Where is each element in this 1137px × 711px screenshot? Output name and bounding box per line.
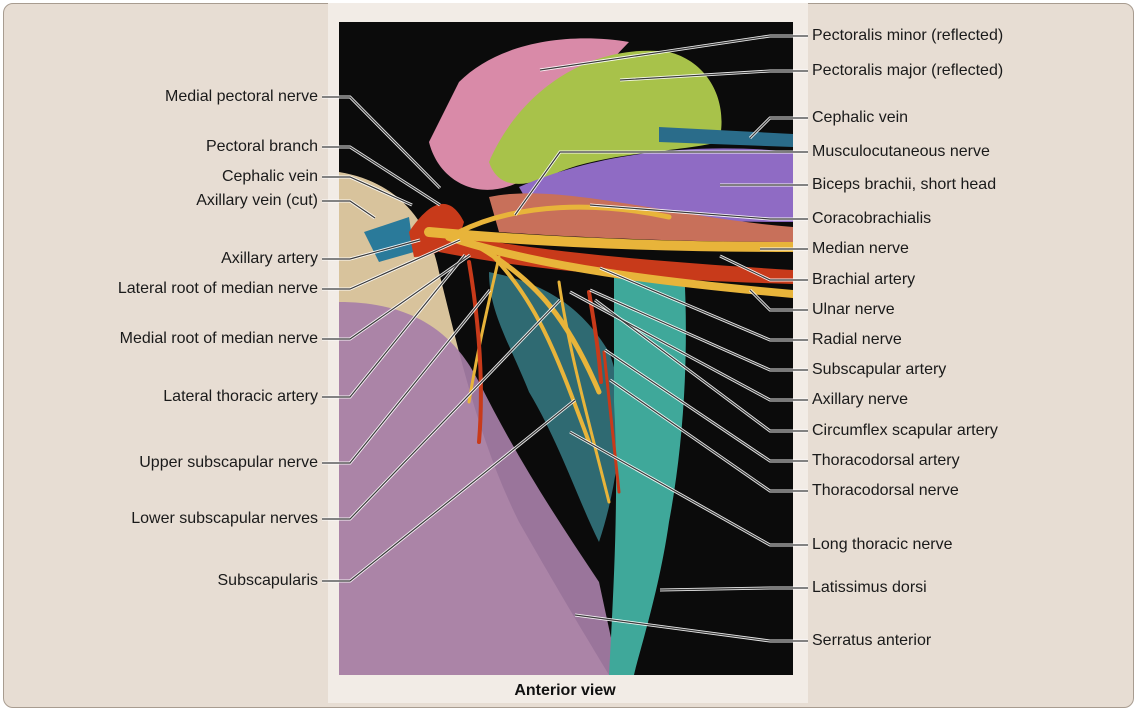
label-brachial-artery: Brachial artery — [812, 271, 916, 288]
label-pectoralis-minor: Pectoralis minor (reflected) — [812, 27, 1004, 44]
label-musculocutaneous-nerve: Musculocutaneous nerve — [812, 143, 990, 160]
label-lower-subscapular-nerves: Lower subscapular nerves — [131, 510, 318, 527]
label-subscapularis: Subscapularis — [217, 572, 319, 589]
label-coracobrachialis: Coracobrachialis — [812, 210, 932, 227]
label-cephalic-vein-right: Cephalic vein — [812, 109, 909, 126]
label-subscapular-artery: Subscapular artery — [812, 361, 947, 378]
figure-caption: Anterior view — [514, 682, 616, 699]
label-thoracodorsal-artery: Thoracodorsal artery — [812, 452, 960, 469]
artery-branches — [467, 260, 621, 494]
label-radial-nerve: Radial nerve — [812, 331, 902, 348]
label-circumflex-scapular-artery: Circumflex scapular artery — [812, 422, 998, 439]
label-pectoral-branch: Pectoral branch — [205, 138, 318, 155]
dissection-photo — [339, 22, 793, 675]
label-medial-pectoral-nerve: Medial pectoral nerve — [165, 88, 318, 105]
label-lateral-thoracic-artery: Lateral thoracic artery — [163, 388, 318, 405]
label-axillary-vein-cut: Axillary vein (cut) — [196, 192, 318, 209]
label-serratus-anterior: Serratus anterior — [812, 632, 932, 649]
label-lateral-root-median-nerve: Lateral root of median nerve — [117, 280, 318, 297]
label-axillary-artery: Axillary artery — [221, 250, 318, 267]
nerve-bundle — [424, 204, 793, 504]
brachial-artery — [439, 232, 793, 284]
label-axillary-nerve: Axillary nerve — [812, 391, 909, 408]
label-pectoralis-major: Pectoralis major (reflected) — [812, 62, 1004, 79]
label-medial-root-median-nerve: Medial root of median nerve — [119, 330, 318, 347]
label-latissimus-dorsi: Latissimus dorsi — [812, 579, 927, 596]
cephalic-vein-right — [659, 127, 793, 147]
label-thoracodorsal-nerve: Thoracodorsal nerve — [812, 482, 959, 499]
label-biceps-brachii: Biceps brachii, short head — [812, 176, 997, 193]
label-long-thoracic-nerve: Long thoracic nerve — [812, 536, 953, 553]
label-ulnar-nerve: Ulnar nerve — [812, 301, 895, 318]
label-median-nerve: Median nerve — [812, 240, 909, 257]
serratus-anterior-muscle — [339, 302, 619, 675]
label-upper-subscapular-nerve: Upper subscapular nerve — [139, 454, 318, 471]
label-cephalic-vein-left: Cephalic vein — [221, 168, 318, 185]
